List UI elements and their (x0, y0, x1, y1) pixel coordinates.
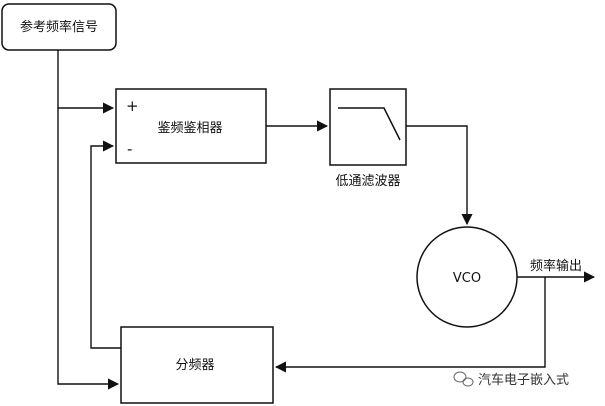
connections (57, 50, 596, 390)
watermark: 汽车电子嵌入式 (453, 371, 569, 388)
ref-to-pfd-arrow (57, 50, 115, 114)
filter-response-icon (338, 107, 401, 141)
vco-block: VCO (416, 226, 518, 328)
filter-to-vco-arrow (406, 125, 473, 226)
wechat-icon (453, 371, 474, 387)
vco-label: VCO (453, 271, 481, 286)
plus-sign: + (126, 97, 139, 115)
phase-detector-label: 鉴频鉴相器 (157, 121, 222, 136)
vco-to-divider-arrow (274, 277, 546, 373)
low-pass-filter-block: 低通滤波器 (329, 88, 407, 189)
frequency-output-label: 频率输出 (530, 258, 582, 274)
minus-sign: - (127, 140, 132, 158)
reference-signal-block: 参考频率信号 (1, 3, 117, 51)
ref-to-divider-arrow (57, 108, 120, 390)
low-pass-filter-label: 低通滤波器 (335, 174, 400, 189)
divider-label: 分频器 (175, 358, 214, 373)
phase-detector-block: 鉴频鉴相器 + - (115, 88, 267, 164)
reference-signal-label: 参考频率信号 (20, 19, 98, 35)
divider-feedback-arrow (90, 140, 121, 349)
watermark-text: 汽车电子嵌入式 (478, 372, 569, 388)
divider-block: 分频器 (120, 326, 274, 404)
